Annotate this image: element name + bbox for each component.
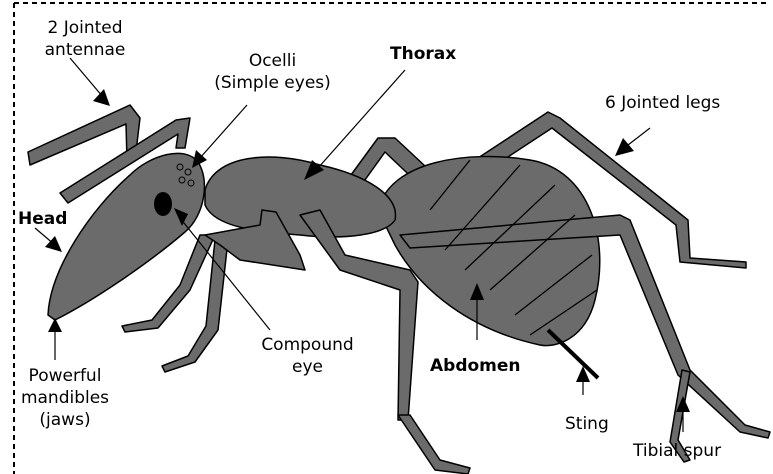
legs-arrowhead — [615, 138, 634, 156]
mandibles-label-line-3: (jaws) — [15, 409, 115, 431]
antennae-label-line-2: antennae — [30, 39, 140, 61]
thorax-label: Thorax — [390, 43, 456, 65]
tibial-spur-label: Tibial spur — [633, 440, 721, 462]
abdomen-label: Abdomen — [430, 355, 521, 377]
compound-eye-shape — [154, 192, 172, 216]
antennae-pointer-line — [70, 58, 103, 97]
mandibles-arrowhead — [48, 318, 62, 332]
sting — [548, 330, 598, 378]
compound-eye-label-line-2: eye — [250, 356, 365, 378]
legs-pointer-line — [628, 128, 650, 145]
antennae-label-line-1: 2 Jointed — [30, 17, 140, 39]
sting-label: Sting — [565, 413, 609, 435]
mandibles-label-line-1: Powerful — [15, 365, 115, 387]
ocelli-label-line-2: (Simple eyes) — [200, 72, 345, 94]
compound-eye-label: Compound eye — [250, 334, 365, 378]
ocelli-pointer-line — [200, 105, 247, 158]
compound-eye-label-line-1: Compound — [250, 334, 365, 356]
mid-leg-lower — [398, 415, 470, 474]
ocelli-label: Ocelli (Simple eyes) — [200, 50, 345, 94]
head-label: Head — [18, 208, 67, 230]
ocelli-label-line-1: Ocelli — [200, 50, 345, 72]
antennae-label: 2 Jointed antennae — [30, 17, 140, 61]
mandibles-label-line-2: mandibles — [15, 387, 115, 409]
legs-label: 6 Jointed legs — [605, 92, 720, 114]
antennae-arrowhead — [93, 89, 110, 106]
mandibles-label: Powerful mandibles (jaws) — [15, 365, 115, 431]
